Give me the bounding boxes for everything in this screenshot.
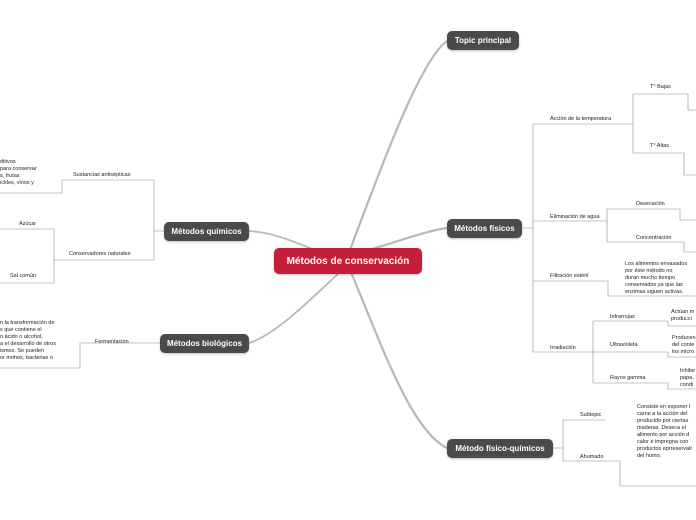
subtopic-conservadores-naturales[interactable]: Conservadores naturales	[69, 251, 131, 257]
topic-principal[interactable]: Topic principal	[447, 31, 519, 50]
branch-metodos-biologicos	[248, 271, 341, 344]
subtopic-rayos-gamma[interactable]: Rayos gamma	[610, 375, 646, 381]
subtopic-sustancias-antisepticas[interactable]: Sustancias antisépticas	[73, 172, 131, 178]
topic-metodo-fisico-quimicos[interactable]: Método físico-químicos	[447, 439, 553, 458]
subtopic-concentracion[interactable]: Concentración	[636, 235, 672, 241]
main-branches	[248, 40, 448, 449]
connector-concentracion	[683, 242, 696, 253]
fermentacion-description[interactable]: n la transformación de s que contiene el…	[0, 320, 56, 361]
connector-gamma	[667, 383, 696, 390]
connector-temperatura	[533, 93, 673, 154]
connector-ultravioleta	[667, 352, 696, 358]
sub-branches	[0, 93, 696, 487]
subtopic-infrarrojas[interactable]: Infrarrojas	[610, 314, 635, 320]
topic-metodos-fisicos[interactable]: Métodos físicos	[447, 219, 522, 238]
sustancias-description[interactable]: ditivos para conservar s, frutas ickles,…	[0, 159, 37, 186]
connector-sustancias	[0, 179, 68, 194]
connector-infrarrojas	[667, 321, 696, 327]
infrarrojas-description[interactable]: Actúan m producci	[671, 309, 695, 322]
subtopic-azucar[interactable]: Azúcar	[19, 221, 37, 227]
connector-irradiacion	[533, 320, 668, 384]
subtopic-accion-temperatura[interactable]: Acción de la temperatura	[550, 116, 612, 122]
subtopic-subtopic[interactable]: Subtopic	[580, 412, 602, 418]
branch-metodos-quimicos	[248, 230, 316, 251]
connector-biologicos	[0, 342, 160, 369]
subtopic-irradiacion[interactable]: Irradiación	[550, 345, 576, 351]
connector-t-altas	[673, 152, 696, 176]
topic-metodos-quimicos[interactable]: Métodos químicos	[164, 222, 249, 241]
connector-desecacion	[679, 209, 696, 221]
ultravioleta-description[interactable]: Producen del conte los micro	[672, 335, 696, 355]
subtopic-eliminacion-agua[interactable]: Eliminación de agua	[550, 214, 600, 220]
ahumado-description[interactable]: Consiste en exponer l carne a la acción …	[637, 404, 692, 459]
filtracion-description[interactable]: Los alimentos envasados por éste método …	[625, 261, 688, 295]
connector-ahumado	[619, 461, 696, 487]
connector-filtracion	[533, 280, 696, 297]
central-topic[interactable]: Métodos de conservación	[274, 248, 422, 274]
connector-t-bajas	[673, 93, 696, 111]
connector-fisicos	[522, 124, 534, 352]
connector-eliminacion	[533, 208, 684, 243]
connector-conservadores	[0, 228, 55, 284]
subtopic-t-bajas[interactable]: T° Bajas	[650, 84, 671, 90]
subtopic-ahumado[interactable]: Ahumado	[580, 454, 604, 460]
subtopic-ultravioleta[interactable]: Ultravioleta	[610, 342, 638, 348]
connector-quimicos	[54, 179, 164, 261]
topic-metodos-biologicos[interactable]: Métodos biológicos	[160, 334, 249, 353]
branch-topic-principal	[348, 40, 448, 251]
branch-metodo-fisico-quimicos	[348, 269, 448, 449]
subtopic-fermentacion[interactable]: Fermentación	[95, 339, 129, 345]
gamma-description[interactable]: Inhibe papa, condi	[680, 368, 695, 388]
subtopic-t-altas[interactable]: T° Altas	[650, 143, 670, 149]
subtopic-filtracion-esteril[interactable]: Filtración estéril	[550, 273, 589, 279]
subtopic-desecacion[interactable]: Desecación	[636, 201, 665, 207]
subtopic-sal-comun[interactable]: Sal común	[10, 273, 36, 279]
